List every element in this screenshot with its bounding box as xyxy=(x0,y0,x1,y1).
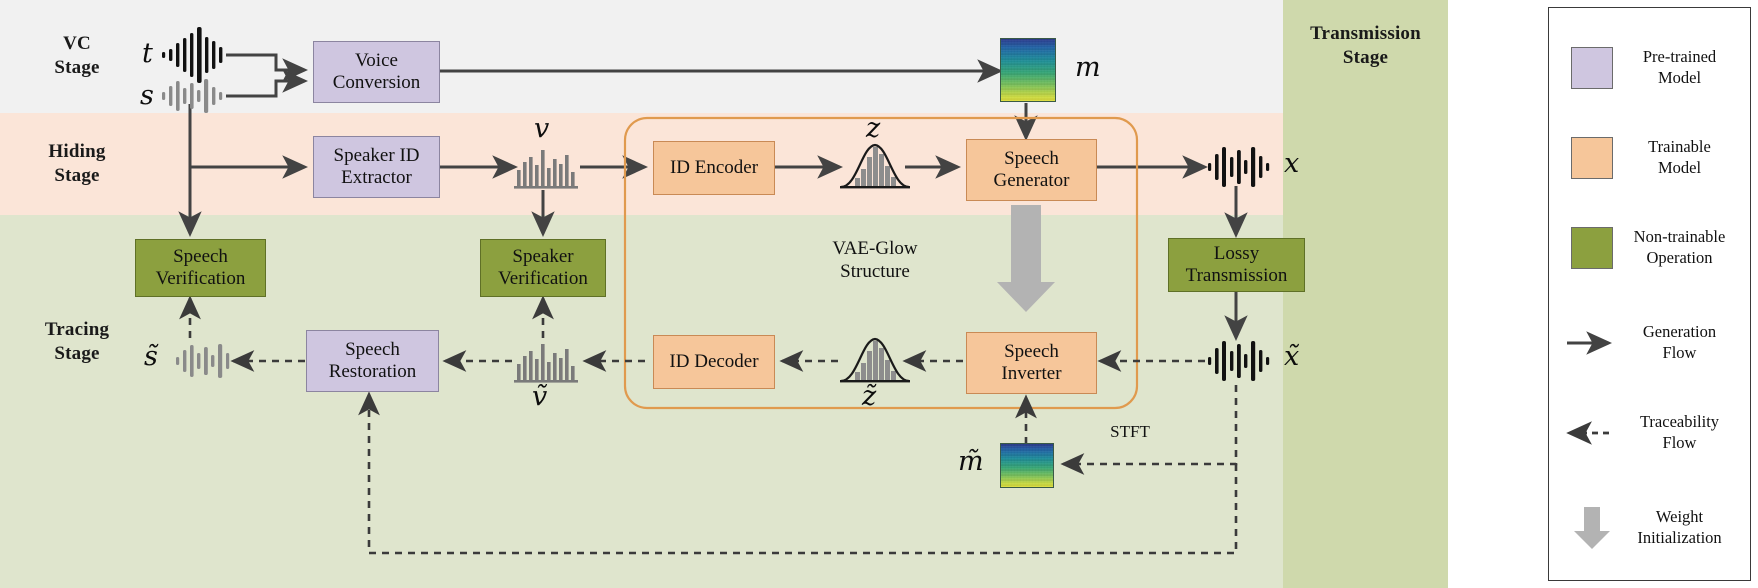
stage-label-hiding: Hiding Stage xyxy=(48,141,106,186)
block-label-line2: Restoration xyxy=(328,361,417,382)
stage-band-vc xyxy=(0,0,1448,113)
symbol-x-tilde: x̃ xyxy=(1284,341,1300,372)
stage-label-vc: VC Stage xyxy=(54,33,100,78)
legend-swatch-non-trainable xyxy=(1571,227,1613,269)
dashed-arrow-icon xyxy=(1566,412,1613,454)
block-label-line2: Transmission xyxy=(1185,265,1288,286)
block-lossy-transmission[interactable]: Lossy Transmission xyxy=(1168,238,1305,292)
block-label-line1: Speech xyxy=(1004,148,1059,170)
symbol-v: v xyxy=(534,113,550,144)
thick-down-arrow-icon xyxy=(1571,507,1613,549)
block-label-line1: ID Decoder xyxy=(669,351,759,373)
block-speech-restoration[interactable]: Speech Restoration xyxy=(306,330,439,392)
block-label-line1: Speech xyxy=(1004,341,1059,363)
block-label-line2: Extractor xyxy=(341,167,412,188)
legend-swatch-trainable xyxy=(1571,137,1613,179)
block-id-encoder[interactable]: ID Encoder xyxy=(653,141,775,195)
block-label-line2: Inverter xyxy=(1001,363,1062,384)
block-label-line2: Generator xyxy=(993,170,1070,191)
block-id-decoder[interactable]: ID Decoder xyxy=(653,335,775,389)
vae-glow-label: VAE-Glow Structure xyxy=(832,238,918,282)
block-label-line1: Lossy xyxy=(1213,243,1260,265)
stage-label-tracing: Tracing Stage xyxy=(44,319,110,364)
block-label-line2: Conversion xyxy=(332,72,421,93)
block-speech-inverter[interactable]: Speech Inverter xyxy=(966,332,1097,394)
symbol-z: z xyxy=(866,113,881,144)
block-label-line1: Speech xyxy=(345,339,400,361)
stage-label-transmission: Transmission Stage xyxy=(1310,23,1421,68)
block-label-line1: ID Encoder xyxy=(669,157,759,179)
stage-band-transmission xyxy=(1283,0,1448,588)
block-label-line2: Verification xyxy=(155,268,246,289)
symbol-x: x xyxy=(1284,148,1300,179)
symbol-m: m xyxy=(1075,52,1101,83)
spectrogram-m-tilde xyxy=(1000,443,1054,488)
block-label-line1: Voice xyxy=(355,50,398,72)
block-label-line1: Speaker ID xyxy=(333,145,420,167)
block-speech-verification[interactable]: Speech Verification xyxy=(135,239,266,297)
symbol-t: t xyxy=(142,38,153,69)
block-speaker-verification[interactable]: Speaker Verification xyxy=(480,239,606,297)
legend-swatch-pre-trained xyxy=(1571,47,1613,89)
edge-label-stft: STFT xyxy=(1110,422,1150,441)
block-label-line2: Verification xyxy=(498,268,588,289)
symbol-s-tilde: s̃ xyxy=(144,341,158,372)
symbol-v-tilde: ṽ xyxy=(532,381,548,412)
block-label-line1: Speaker xyxy=(512,246,574,268)
symbol-m-tilde: m̃ xyxy=(958,446,984,477)
block-speech-generator[interactable]: Speech Generator xyxy=(966,139,1097,201)
symbol-z-tilde: z̃ xyxy=(862,381,877,412)
block-speaker-id-extractor[interactable]: Speaker ID Extractor xyxy=(313,136,440,198)
block-voice-conversion[interactable]: Voice Conversion xyxy=(313,41,440,103)
block-label-line1: Speech xyxy=(173,246,228,268)
symbol-s: s xyxy=(140,80,154,111)
spectrogram-m xyxy=(1000,38,1056,102)
solid-arrow-icon xyxy=(1567,322,1613,364)
